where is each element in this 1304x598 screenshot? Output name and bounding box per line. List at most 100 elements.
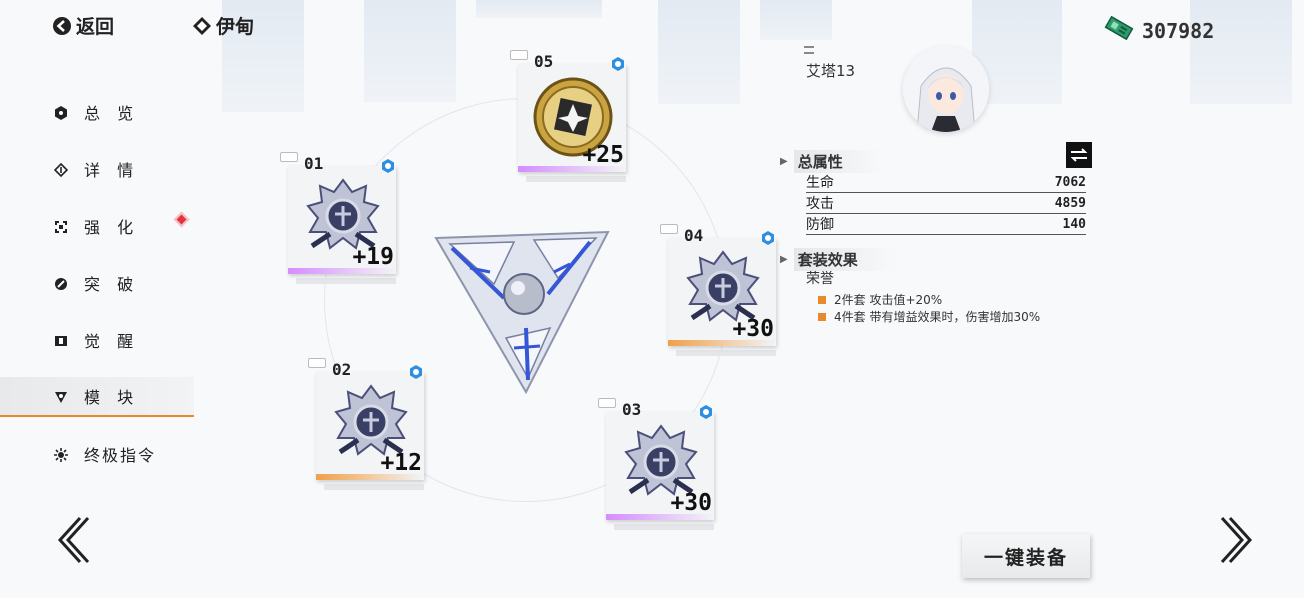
rarity-bar xyxy=(288,268,396,274)
module-level: +19 xyxy=(352,244,394,270)
card-tab-icon xyxy=(660,224,678,234)
currency-display: 307982 xyxy=(1104,15,1215,45)
double-chevron-right-icon xyxy=(1220,516,1253,564)
module-level: +12 xyxy=(380,450,422,476)
stat-row-defense: 防御 140 xyxy=(806,214,1086,235)
swap-button[interactable] xyxy=(1066,142,1092,168)
rarity-bar xyxy=(606,514,714,520)
slot-number: 04 xyxy=(684,226,704,245)
card-tab-icon xyxy=(598,398,616,408)
equip-all-button[interactable]: 一键装备 xyxy=(962,534,1090,578)
background-pillar xyxy=(658,0,740,104)
menu-item-breakthrough[interactable]: 突 破 xyxy=(0,263,194,303)
stat-row-attack: 攻击 4859 xyxy=(806,193,1086,214)
silver-emblem-icon xyxy=(624,424,698,496)
hexagon-badge-icon xyxy=(612,57,624,71)
menu-label: 突 破 xyxy=(84,275,140,294)
menu-label: 详 情 xyxy=(84,161,140,180)
menu-item-module[interactable]: 模 块 xyxy=(0,377,194,417)
module-level: +30 xyxy=(732,316,774,342)
bullet-square-icon xyxy=(818,312,826,321)
next-arrow-button[interactable] xyxy=(1216,514,1260,566)
location-button[interactable]: 伊甸 xyxy=(192,12,254,39)
hexagon-badge-icon xyxy=(762,231,774,245)
card-tab-icon xyxy=(308,358,326,368)
menu-item-enhance[interactable]: 强 化 xyxy=(0,206,194,246)
rarity-bar xyxy=(518,166,626,172)
location-label: 伊甸 xyxy=(216,16,255,38)
back-button[interactable]: 返回 xyxy=(52,12,114,39)
background-pillar xyxy=(364,0,456,102)
card-shadow xyxy=(676,350,776,356)
menu-item-awaken[interactable]: 觉 醒 xyxy=(0,320,194,360)
card-shadow xyxy=(614,524,714,530)
stat-value: 140 xyxy=(1062,216,1086,232)
set-name: 荣誉 xyxy=(806,271,834,287)
slot-number: 02 xyxy=(332,360,352,379)
stat-label: 防御 xyxy=(806,217,834,233)
diamond-outline-icon xyxy=(53,162,69,178)
menu-item-ultimate[interactable]: 终极指令 xyxy=(0,434,194,474)
background-pillar xyxy=(476,0,602,18)
menu-label: 觉 醒 xyxy=(84,332,140,351)
breakthrough-icon xyxy=(54,276,68,290)
hexagon-badge-icon xyxy=(410,365,422,379)
stat-row-hp: 生命 7062 xyxy=(806,172,1086,193)
stat-value: 4859 xyxy=(1054,195,1086,211)
menu-label: 强 化 xyxy=(84,218,140,237)
currency-value: 307982 xyxy=(1142,18,1215,43)
module-slot-02[interactable]: 02 +12 xyxy=(308,358,426,490)
gold-emblem-icon xyxy=(533,77,613,157)
hexagon-badge-icon xyxy=(700,405,712,419)
character-avatar[interactable] xyxy=(903,46,989,132)
module-core-icon xyxy=(434,230,610,395)
background-pillar xyxy=(222,0,304,112)
hexagon-badge-icon xyxy=(382,159,394,173)
module-slot-03[interactable]: 03 +30 xyxy=(598,398,716,530)
silver-emblem-icon xyxy=(306,178,380,250)
stat-label: 生命 xyxy=(806,175,834,191)
menu-item-overview[interactable]: 总 览 xyxy=(0,92,194,132)
card-shadow xyxy=(526,176,626,182)
set-effect-4pc: 4件套 带有增益效果时，伤害增加30% xyxy=(818,308,1040,325)
card-tab-icon xyxy=(510,50,528,60)
menu-item-details[interactable]: 详 情 xyxy=(0,149,194,189)
character-name: 艾塔13 xyxy=(806,62,856,80)
card-shadow xyxy=(324,484,424,490)
previous-arrow-button[interactable] xyxy=(50,514,94,566)
set-effect-2pc: 2件套 攻击值+20% xyxy=(818,291,942,308)
menu-label: 总 览 xyxy=(84,104,140,123)
silver-emblem-icon xyxy=(686,250,760,322)
menu-label: 终极指令 xyxy=(84,446,157,465)
avatar-portrait-icon xyxy=(903,46,989,132)
module-slot-05[interactable]: 05 +25 xyxy=(510,50,628,182)
frame-icon xyxy=(54,219,68,233)
bullet-square-icon xyxy=(818,295,826,304)
menu-label: 模 块 xyxy=(84,388,140,407)
module-slot-04[interactable]: 04 +30 xyxy=(660,224,778,356)
slot-number: 03 xyxy=(622,400,642,419)
set-effect-text: 4件套 带有增益效果时，伤害增加30% xyxy=(834,310,1041,324)
awaken-icon xyxy=(54,333,68,347)
character-rank-icon xyxy=(804,46,814,54)
stat-value: 7062 xyxy=(1054,174,1086,190)
rarity-bar xyxy=(668,340,776,346)
stat-label: 攻击 xyxy=(806,196,834,212)
diamond-icon xyxy=(192,16,212,36)
module-slot-01[interactable]: 01 +19 xyxy=(280,152,398,284)
background-pillar xyxy=(1190,0,1292,104)
starburst-icon xyxy=(54,447,68,462)
chip-icon xyxy=(1104,15,1134,45)
rarity-bar xyxy=(316,474,424,480)
slot-number: 05 xyxy=(534,52,554,71)
play-arrow-icon: ▶ xyxy=(780,254,788,265)
play-arrow-icon: ▶ xyxy=(780,156,788,167)
card-tab-icon xyxy=(280,152,298,162)
set-effect-title: 套装效果 xyxy=(793,248,898,271)
module-icon xyxy=(54,389,68,403)
attributes-title: 总属性 xyxy=(793,150,883,173)
set-effect-header: ▶ 套装效果 xyxy=(780,248,898,271)
card-shadow xyxy=(296,278,396,284)
hexagon-icon xyxy=(54,105,68,120)
set-effect-text: 2件套 攻击值+20% xyxy=(834,293,943,307)
